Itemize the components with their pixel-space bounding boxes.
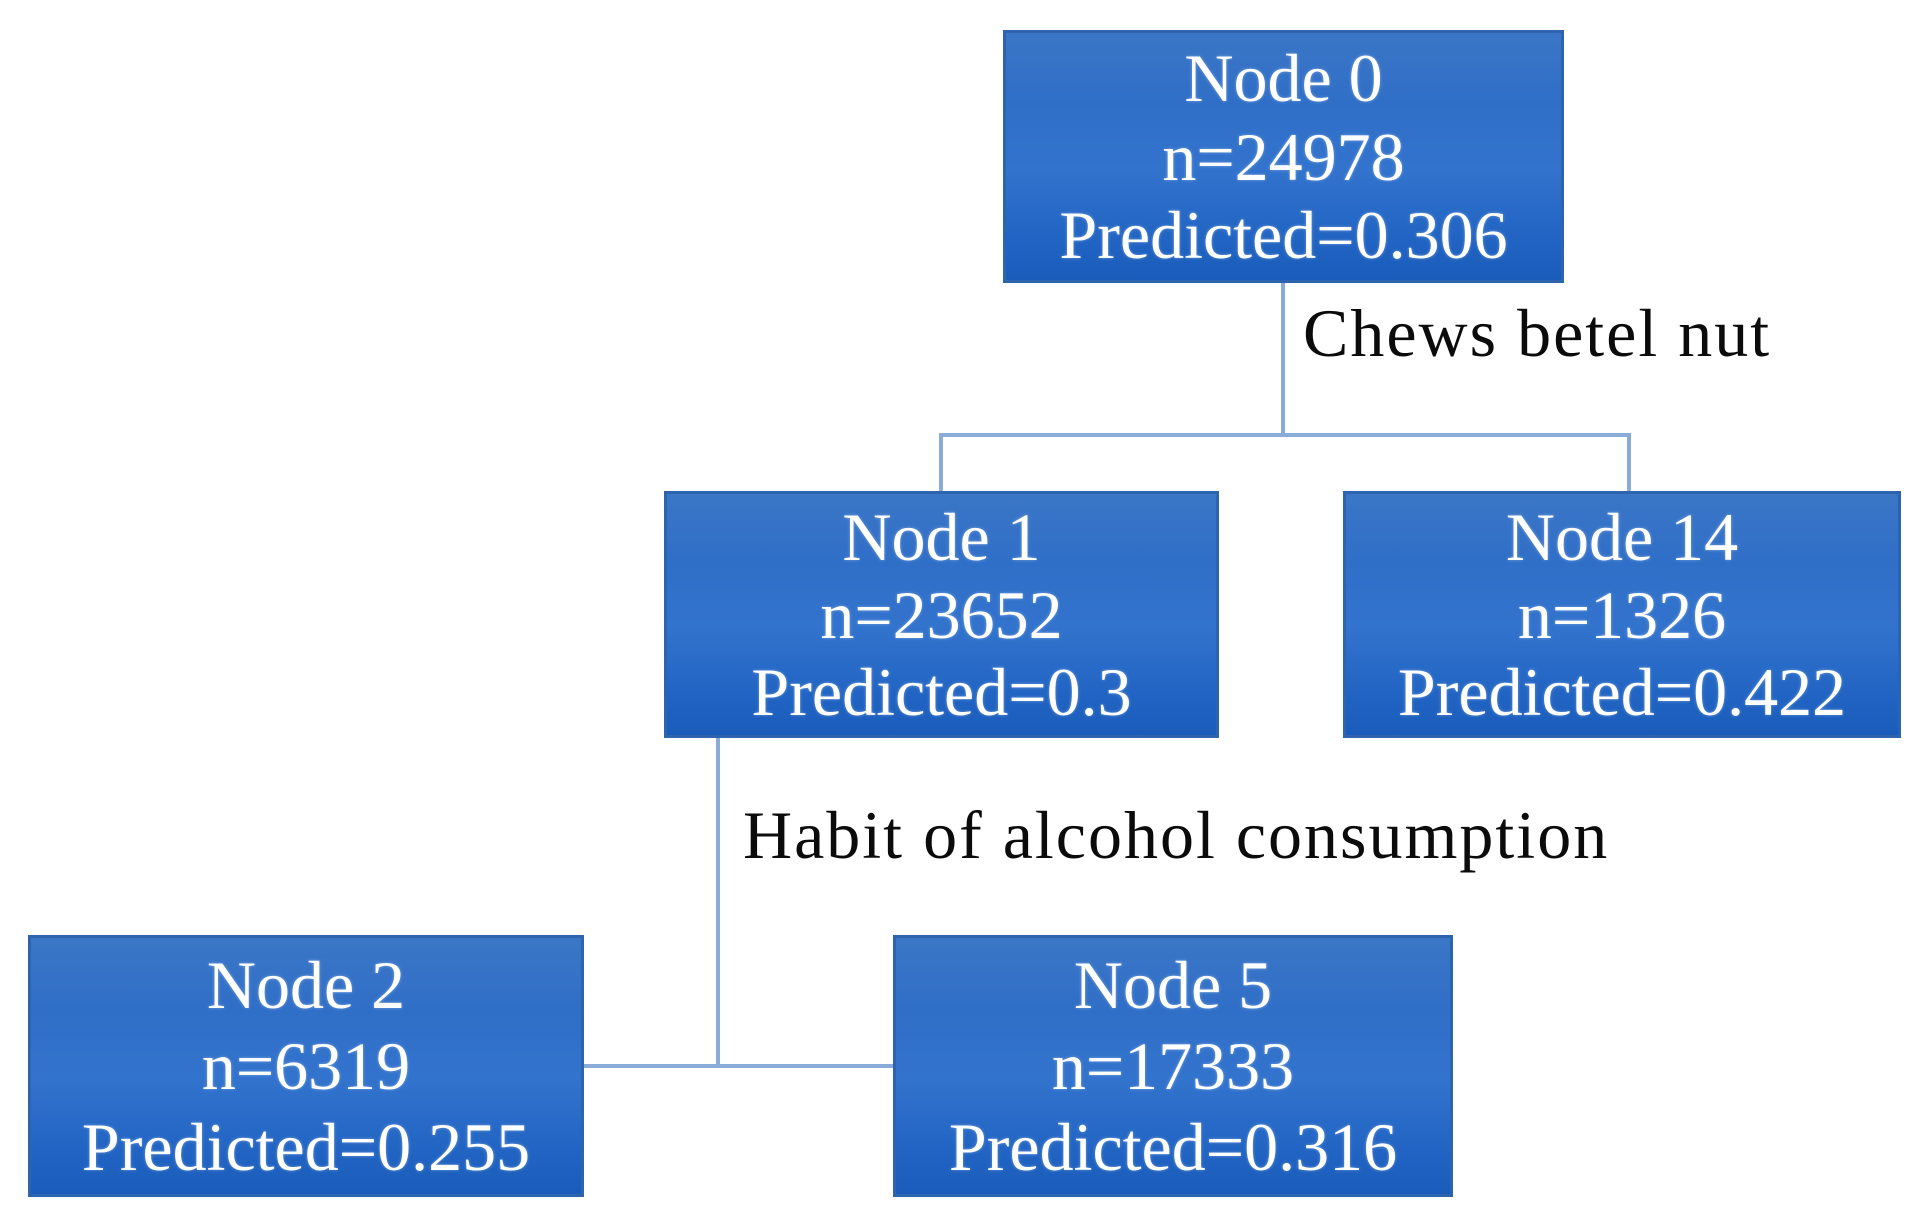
edge-label-chews-betel-nut: Chews betel nut [1303,295,1772,371]
connector-top-split-bar [941,433,1631,437]
node-title: Node 2 [206,947,406,1023]
node-title: Node 0 [1184,39,1383,116]
connector-node1-stem [716,737,720,1068]
connector-drop-to-node14 [1627,433,1631,493]
node-sample-count: n=24978 [1162,118,1405,195]
tree-node-1: Node 1 n=23652 Predicted=0.3 [664,491,1219,738]
node-predicted-value: Predicted=0.306 [1059,197,1508,274]
node-sample-count: n=23652 [820,576,1063,653]
tree-node-5: Node 5 n=17333 Predicted=0.316 [893,935,1453,1197]
node-title: Node 1 [842,499,1041,576]
node-predicted-value: Predicted=0.3 [751,653,1132,730]
connector-node0-stem [1281,282,1285,437]
node-sample-count: n=6319 [201,1028,411,1104]
node-title: Node 14 [1505,499,1739,576]
connector-drop-to-node1 [939,433,943,493]
tree-node-2: Node 2 n=6319 Predicted=0.255 [28,935,584,1197]
node-sample-count: n=1326 [1517,576,1727,653]
node-sample-count: n=17333 [1051,1028,1295,1104]
node-predicted-value: Predicted=0.316 [948,1109,1398,1185]
tree-node-0: Node 0 n=24978 Predicted=0.306 [1003,30,1564,283]
node-predicted-value: Predicted=0.255 [81,1109,531,1185]
tree-node-14: Node 14 n=1326 Predicted=0.422 [1343,491,1901,738]
node-predicted-value: Predicted=0.422 [1397,653,1847,730]
node-title: Node 5 [1073,947,1273,1023]
edge-label-habit-of-alcohol-consumption: Habit of alcohol consumption [743,797,1610,873]
connector-bottom-split-bar [584,1064,893,1068]
